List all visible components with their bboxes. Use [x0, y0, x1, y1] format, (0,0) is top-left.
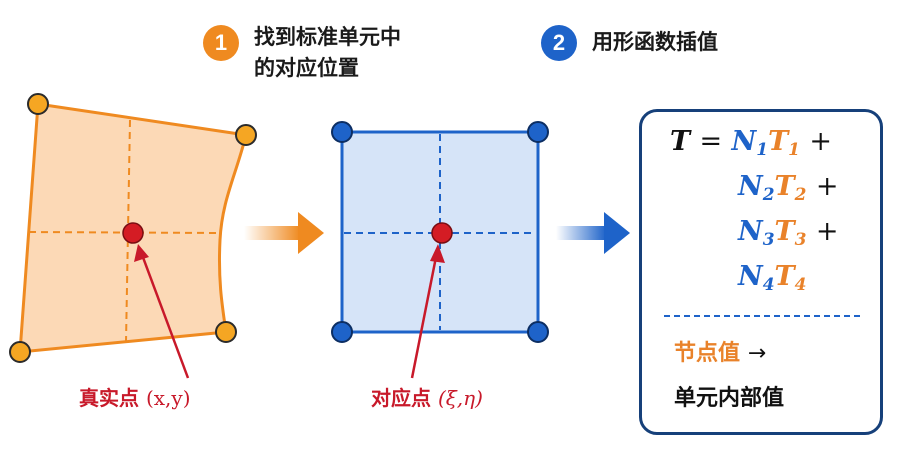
formula-t4: T4	[774, 261, 807, 295]
formula-line-1: T = N1T1 +	[670, 126, 832, 160]
real-element-divider-horizontal	[28, 231, 221, 234]
formula-lhs: T	[670, 126, 691, 157]
real-point-pointer	[139, 251, 190, 379]
real-point-pointer-head	[134, 244, 149, 262]
formula-line-3: N3T3 +	[738, 216, 839, 250]
ref-node-top-left	[331, 121, 353, 143]
formula-line-4: N4T4	[738, 261, 806, 295]
ref-node-top-right	[527, 121, 549, 143]
real-node-bottom-left	[9, 341, 31, 363]
formula-line-2: N2T2 +	[738, 171, 839, 205]
formula-plus-1: +	[809, 126, 833, 157]
reference-element	[331, 121, 549, 379]
legend-element-values: 单元内部值	[674, 386, 785, 411]
formula-plus-2: +	[815, 171, 839, 202]
real-point-label-text: 真实点	[79, 386, 139, 410]
ref-point-marker	[431, 222, 453, 244]
step-2-line-1: 用形函数插值	[592, 30, 718, 54]
transform-arrow-2	[556, 212, 630, 254]
step-2-badge: 2	[541, 25, 577, 61]
formula-box: T = N1T1 + N2T2 + N3T3 + N4T4 节点值 → 单元内部…	[639, 109, 883, 435]
ref-point-label: 对应点 (ξ,η)	[371, 382, 483, 411]
transform-arrow-1	[244, 212, 324, 254]
ref-point-coords: (ξ,η)	[437, 386, 483, 410]
formula-t3: T3	[774, 216, 807, 250]
ref-node-bottom-left	[331, 321, 353, 343]
real-point-marker	[122, 222, 144, 244]
formula-n1: N1	[731, 126, 769, 160]
formula-divider	[664, 315, 860, 317]
real-node-top-right	[235, 124, 257, 146]
real-node-bottom-right	[215, 321, 237, 343]
ref-node-bottom-right	[527, 321, 549, 343]
step-1-text: 找到标准单元中 的对应位置	[254, 22, 401, 84]
formula-t1: T1	[768, 126, 800, 160]
step-1-badge: 1	[203, 25, 239, 61]
real-element	[9, 93, 257, 379]
ref-point-pointer-head	[430, 244, 445, 263]
formula-equals: =	[699, 126, 723, 157]
legend-node-values: 节点值 →	[674, 335, 766, 367]
legend-node-values-text: 节点值	[674, 341, 741, 366]
formula-t2: T2	[774, 171, 807, 205]
formula-n4: N4	[738, 261, 775, 295]
step-1-line-2: 的对应位置	[254, 56, 359, 80]
step-1-line-1: 找到标准单元中	[254, 25, 401, 49]
legend-arrow-icon: →	[747, 341, 767, 366]
formula-plus-3: +	[815, 216, 839, 247]
step-2-text: 用形函数插值	[592, 27, 718, 58]
formula-n2: N2	[738, 171, 775, 205]
real-node-top-left	[27, 93, 49, 115]
real-point-label: 真实点 (x,y)	[79, 382, 191, 411]
ref-point-pointer	[410, 251, 439, 379]
ref-point-label-text: 对应点	[371, 386, 431, 410]
formula-n3: N3	[738, 216, 775, 250]
real-point-coords: (x,y)	[145, 386, 191, 410]
